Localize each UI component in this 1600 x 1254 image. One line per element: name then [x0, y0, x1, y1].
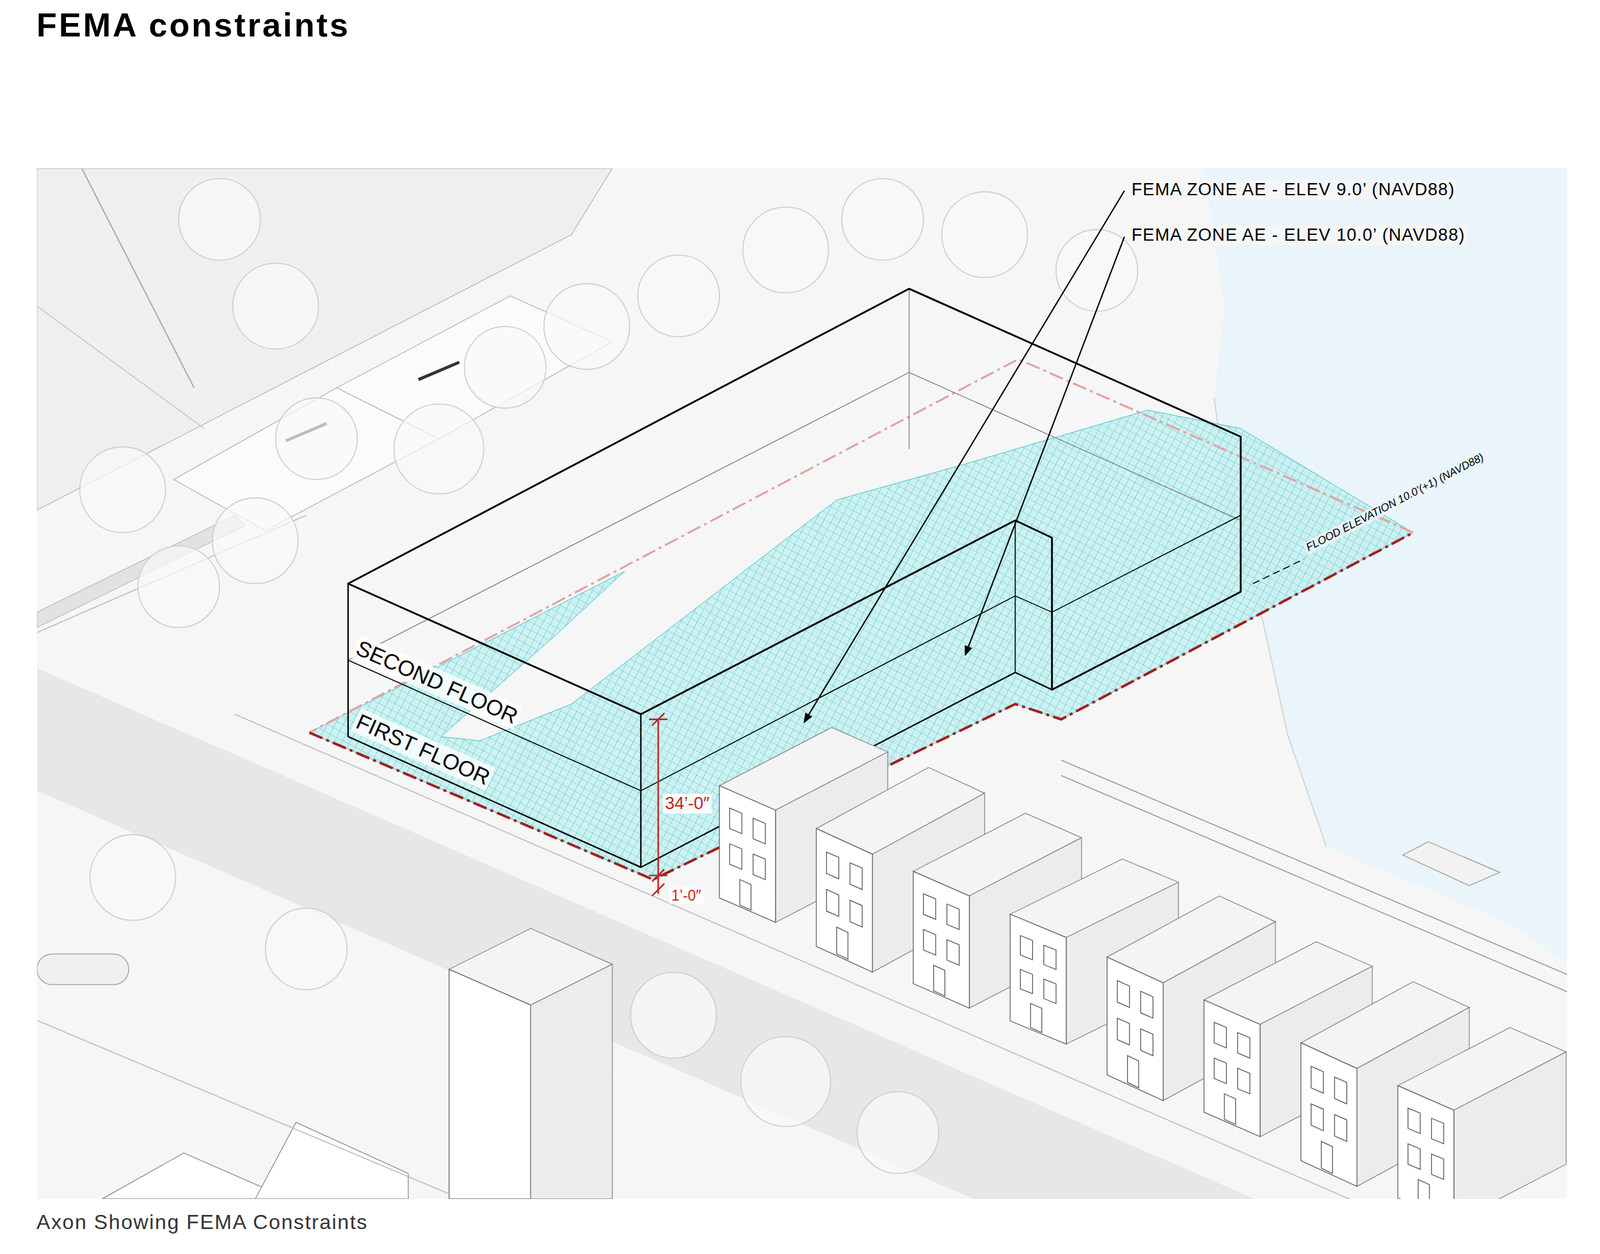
callout-label: FEMA ZONE AE - ELEV 10.0’ (NAVD88): [1129, 225, 1467, 246]
callout-label: FEMA ZONE AE - ELEV 9.0’ (NAVD88): [1129, 179, 1457, 200]
dimension: 1’-0″: [669, 887, 704, 904]
dimension: 34’-0″: [663, 793, 712, 814]
floor-label: FIRST FLOOR: [350, 707, 496, 791]
flood-elevation-note: FLOOD ELEVATION 10.0’(+1) (NAVD88): [1302, 449, 1488, 555]
figure-caption: Axon Showing FEMA Constraints: [36, 1210, 368, 1234]
page-title: FEMA constraints: [36, 6, 351, 45]
